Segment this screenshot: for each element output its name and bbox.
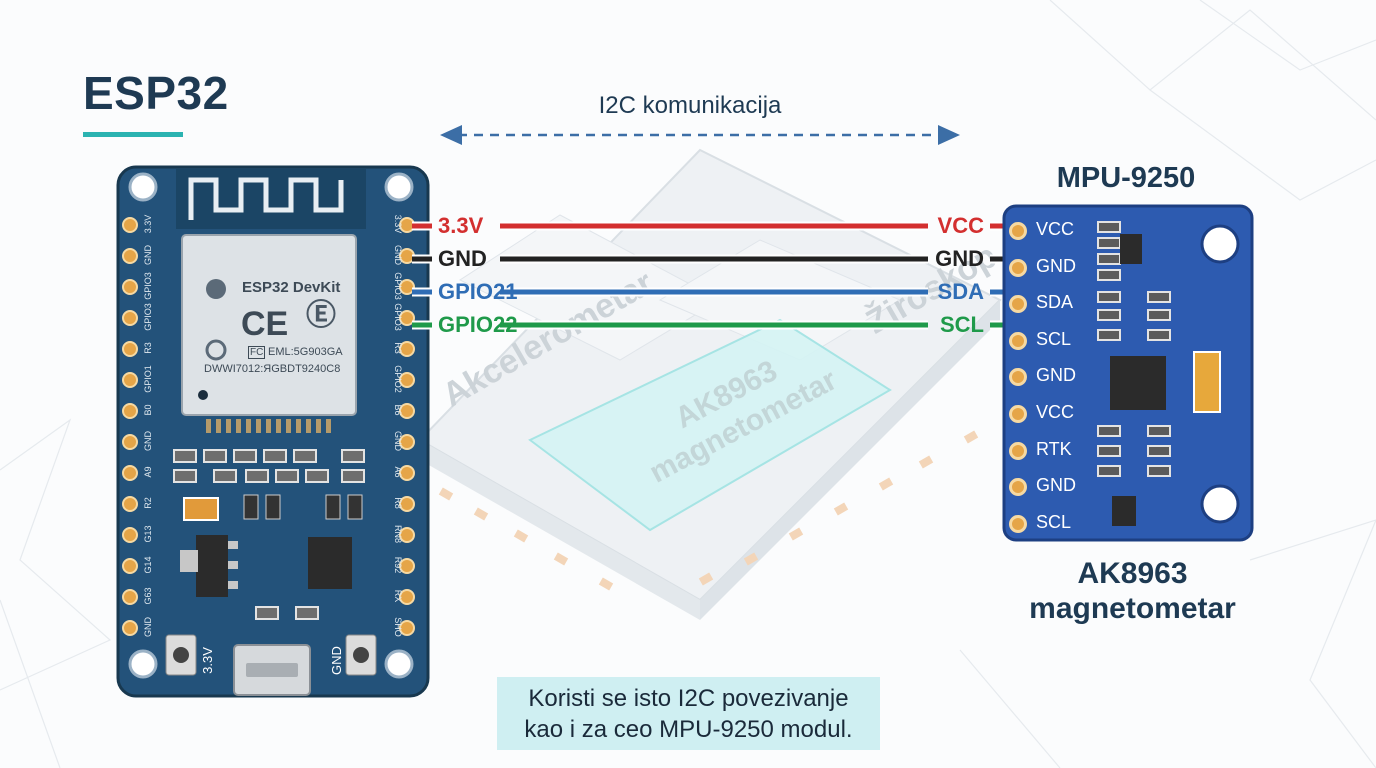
note-line1: Koristi se isto I2C povezivanje bbox=[528, 685, 849, 712]
mpu-subtitle-line1: AK8963 bbox=[1077, 557, 1188, 590]
mpu-wire-label: SCL bbox=[940, 312, 984, 337]
esp32-board-graphic: Ⓔ bbox=[116, 165, 430, 698]
mpu-subtitle: AK8963 magnetometar bbox=[1000, 556, 1265, 626]
right-header-pin-pad bbox=[399, 465, 415, 481]
left-header-pin-pad bbox=[122, 496, 138, 512]
mpu-title: MPU-9250 bbox=[1056, 162, 1196, 194]
mpu-pin-pad bbox=[1009, 222, 1027, 240]
left-header-pin-pad bbox=[122, 527, 138, 543]
left-header-pin-pad bbox=[122, 403, 138, 419]
mpu-pin-pad bbox=[1009, 514, 1027, 533]
mpu-pin-pad bbox=[1009, 405, 1027, 423]
info-note: Koristi se isto I2C povezivanje kao i za… bbox=[497, 677, 880, 750]
mpu-pin-label: VCC bbox=[1036, 219, 1075, 239]
mpu-subtitle-line2: magnetometar bbox=[1029, 592, 1236, 625]
esp32-serial-text: DWWI7012:ЯGBDT9240C8 bbox=[204, 363, 341, 375]
note-line2: kao i za ceo MPU-9250 modul. bbox=[524, 716, 853, 743]
mpu-pin-pad bbox=[1009, 478, 1027, 497]
right-header-pin-pad bbox=[399, 403, 415, 419]
left-header-pin-pad bbox=[122, 620, 138, 636]
left-header-pin-pad bbox=[122, 248, 138, 264]
esp-wire-label: GND bbox=[438, 246, 487, 271]
ce-mark: CE bbox=[241, 305, 289, 343]
right-header-pin-pad bbox=[399, 372, 415, 388]
right-header-pin-pad bbox=[399, 620, 415, 636]
svg-text:Ⓔ: Ⓔ bbox=[306, 299, 336, 332]
right-header-pin-pad bbox=[399, 434, 415, 450]
left-header-pin-pad bbox=[122, 434, 138, 450]
esp-wire-label: GPIO21 bbox=[438, 279, 518, 304]
esp32-board: Ⓔ bbox=[116, 165, 430, 698]
i2c-label: I2C komunikacija bbox=[598, 92, 782, 119]
left-header-pin-pad bbox=[122, 465, 138, 481]
left-header-pin-pad bbox=[122, 558, 138, 574]
left-header-pin-pad bbox=[122, 589, 138, 605]
mpu-pin-label: SCL bbox=[1036, 511, 1072, 532]
left-header-pin-pad bbox=[122, 372, 138, 388]
mpu-pin-pad bbox=[1009, 368, 1027, 387]
esp-wire-label: GPIO22 bbox=[438, 312, 518, 337]
mpu-wire-label: SDA bbox=[937, 279, 984, 304]
i2c-bidirectional-arrow bbox=[440, 125, 960, 145]
mpu9250-board: VCC GND SDA SCL GND VCC RTK GND SCL bbox=[1002, 204, 1254, 542]
left-header-pin-pad bbox=[122, 310, 138, 326]
mpu-wire-label: GND bbox=[935, 246, 984, 271]
mpu-pin-label: GND bbox=[1036, 475, 1076, 496]
esp-wire-label: 3.3V bbox=[438, 213, 484, 238]
right-header-pin-pad bbox=[399, 558, 415, 574]
right-header-pin-pad bbox=[399, 527, 415, 543]
esp32-model-text: EML:5G903GA bbox=[268, 346, 343, 358]
mpu-pin-pad bbox=[1009, 258, 1027, 277]
esp32-module-name: ESP32 DevKit bbox=[242, 279, 341, 296]
right-header-pin-pad bbox=[399, 279, 415, 295]
mpu-pin-pad bbox=[1009, 441, 1027, 460]
mpu9250-board-graphic bbox=[1002, 204, 1254, 542]
mpu-pin-pad bbox=[1009, 331, 1027, 350]
mpu-pin-label: GND bbox=[1036, 255, 1076, 276]
right-header-pin-pad bbox=[399, 341, 415, 357]
left-header-pin-pad bbox=[122, 279, 138, 295]
mpu-pin-label: VCC bbox=[1036, 402, 1075, 422]
right-header-pin-pad bbox=[399, 310, 415, 326]
mpu-pin-label: SCL bbox=[1036, 328, 1072, 349]
mpu-wire-label: VCC bbox=[937, 213, 984, 238]
mpu-pin-pad bbox=[1009, 295, 1027, 314]
mpu-pin-label: SDA bbox=[1036, 292, 1074, 313]
mpu-pin-label: GND bbox=[1036, 365, 1076, 386]
mpu-pin-label: RTK bbox=[1036, 438, 1072, 459]
right-header-pin-pad bbox=[399, 496, 415, 512]
right-header-pin-pad bbox=[399, 589, 415, 605]
left-header-pin-pad bbox=[122, 341, 138, 357]
page-title: ESP32 bbox=[83, 67, 229, 119]
left-header-pin-pad bbox=[122, 217, 138, 233]
fcc-mark: FC bbox=[248, 346, 266, 359]
title-underline bbox=[83, 132, 183, 137]
